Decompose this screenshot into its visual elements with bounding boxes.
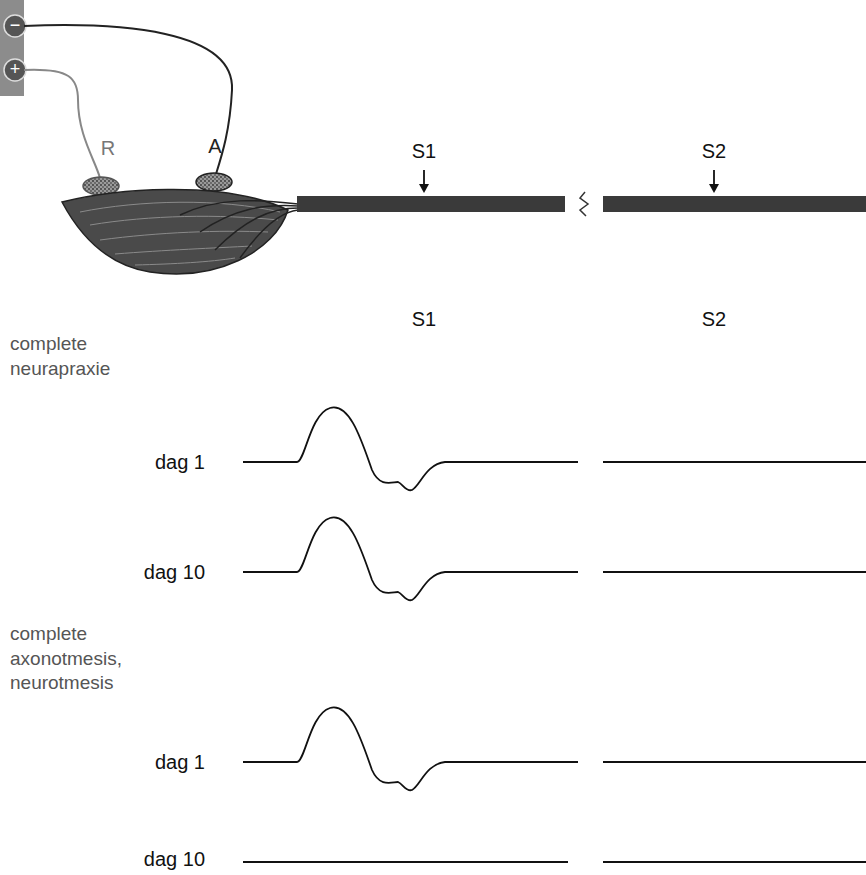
response-trace xyxy=(603,571,866,573)
stimulus-site: S1 xyxy=(412,306,436,332)
row-heading: complete axonotmesis, neurotmesis xyxy=(10,622,138,696)
terminal-sign: − xyxy=(10,14,21,37)
muscle xyxy=(62,189,288,273)
response-trace xyxy=(243,517,578,600)
day-label: dag 10 xyxy=(144,559,205,585)
response-trace xyxy=(603,861,866,863)
electrode-label: A xyxy=(208,133,221,159)
response-trace xyxy=(603,461,866,463)
day-label: dag 1 xyxy=(155,749,205,775)
stimulator-box xyxy=(0,0,24,96)
stimulus-site: S2 xyxy=(702,306,726,332)
active-electrode xyxy=(196,173,232,191)
day-label: dag 1 xyxy=(155,449,205,475)
electrode-label: R xyxy=(101,135,115,161)
stimulus-site: S1 xyxy=(412,138,436,164)
response-trace xyxy=(243,407,578,490)
response-trace xyxy=(603,761,866,763)
nerve xyxy=(297,196,565,212)
terminal-sign: + xyxy=(10,58,21,81)
wire xyxy=(24,25,232,174)
nerve-branches xyxy=(180,201,298,258)
anode-terminal xyxy=(4,59,26,81)
cathode-terminal xyxy=(4,15,26,37)
muscle-fibres xyxy=(80,202,280,265)
wire xyxy=(24,70,100,178)
traces xyxy=(243,407,866,862)
response-trace xyxy=(243,707,578,790)
row-heading: complete neurapraxie xyxy=(10,332,128,381)
lesion-mark xyxy=(580,192,588,216)
stimulus-site: S2 xyxy=(702,138,726,164)
nerve xyxy=(603,196,866,212)
day-label: dag 10 xyxy=(144,846,205,872)
response-trace xyxy=(243,861,568,863)
stimulus-arrow xyxy=(419,170,719,193)
